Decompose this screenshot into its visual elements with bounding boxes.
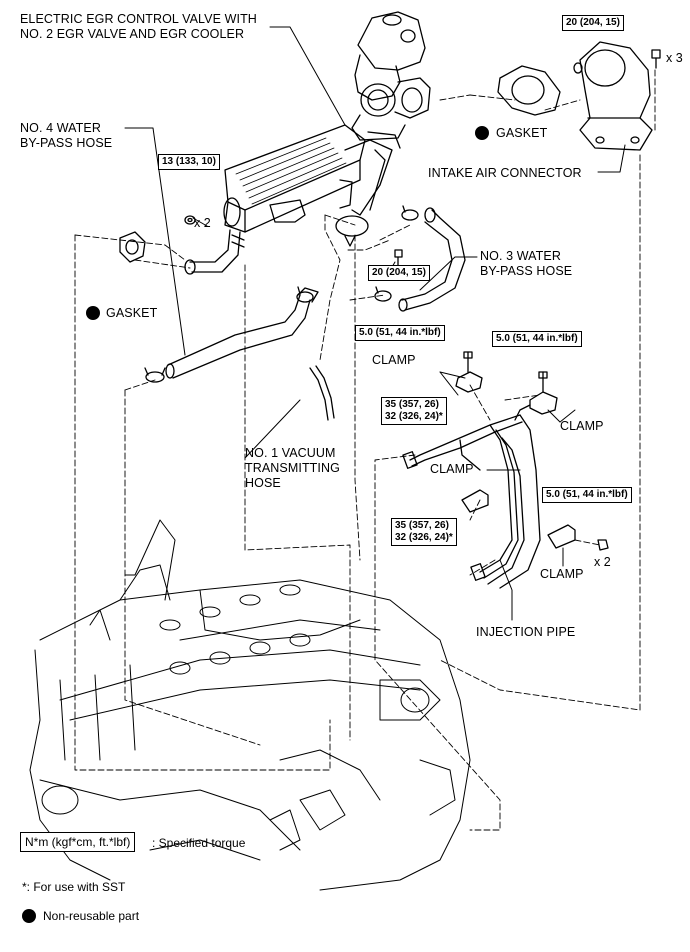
label-gasket-left: GASKET [106, 306, 158, 320]
legend-torque-desc: : Specified torque [152, 836, 246, 850]
legend-non-reusable-dot [22, 909, 36, 923]
label-water-bypass-hose-no4: NO. 4 WATER BY-PASS HOSE [20, 121, 113, 150]
label-clamp-top-right: CLAMP [560, 419, 604, 433]
non-reusable-dot-gasket-left [86, 306, 100, 320]
gasket-left-shape [119, 231, 146, 263]
torque-injection-pipe-upper: 35 (357, 26) 32 (326, 24)* [381, 397, 447, 425]
qty-clamp-bolts: x 2 [594, 555, 611, 569]
label-water-bypass-hose-no3: NO. 3 WATER BY-PASS HOSE [480, 249, 573, 278]
label-clamp-mid: CLAMP [430, 462, 474, 476]
torque-clamp-right: 5.0 (51, 44 in.*lbf) [492, 331, 582, 347]
label-intake-air-connector: INTAKE AIR CONNECTOR [428, 166, 582, 180]
engine-block [29, 519, 471, 891]
legend-sst-note: *: For use with SST [22, 880, 126, 894]
torque-clamp-left: 5.0 (51, 44 in.*lbf) [355, 325, 445, 341]
vacuum-hose [309, 365, 335, 421]
legend-non-reusable-text: Non-reusable part [43, 909, 140, 923]
water-bypass-hose-no4 [165, 287, 319, 379]
qty-intake-bolts: x 3 [666, 51, 683, 65]
torque-clamp-lower-right: 5.0 (51, 44 in.*lbf) [542, 487, 632, 503]
torque-egr-nuts: 13 (133, 10) [158, 154, 220, 170]
label-egr-valve: ELECTRIC EGR CONTROL VALVE WITH NO. 2 EG… [20, 12, 257, 41]
intake-air-connector [573, 41, 661, 151]
hose-clamps [144, 205, 419, 383]
water-bypass-hose-no3 [398, 207, 466, 312]
torque-egr-bolt: 20 (204, 15) [368, 265, 430, 281]
pipe-clamps [455, 351, 609, 551]
label-vacuum-hose: NO. 1 VACUUM TRANSMITTING HOSE [245, 446, 340, 490]
label-clamp-lower-right: CLAMP [540, 567, 584, 581]
torque-intake-connector-bolts: 20 (204, 15) [562, 15, 624, 31]
torque-injection-pipe-lower: 35 (357, 26) 32 (326, 24)* [391, 518, 457, 546]
gasket-right-shape [497, 65, 561, 116]
egr-valve-cooler [184, 11, 431, 275]
label-injection-pipe: INJECTION PIPE [476, 625, 576, 639]
label-gasket-right: GASKET [496, 126, 548, 140]
label-clamp-top-left: CLAMP [372, 353, 416, 367]
injection-pipe [402, 404, 541, 589]
legend-torque-box: N*m (kgf*cm, ft.*lbf) [20, 832, 136, 852]
dashed-assembly-lines [74, 69, 656, 831]
non-reusable-dot-gasket-right [475, 126, 489, 140]
qty-egr-nuts: x 2 [194, 216, 211, 230]
